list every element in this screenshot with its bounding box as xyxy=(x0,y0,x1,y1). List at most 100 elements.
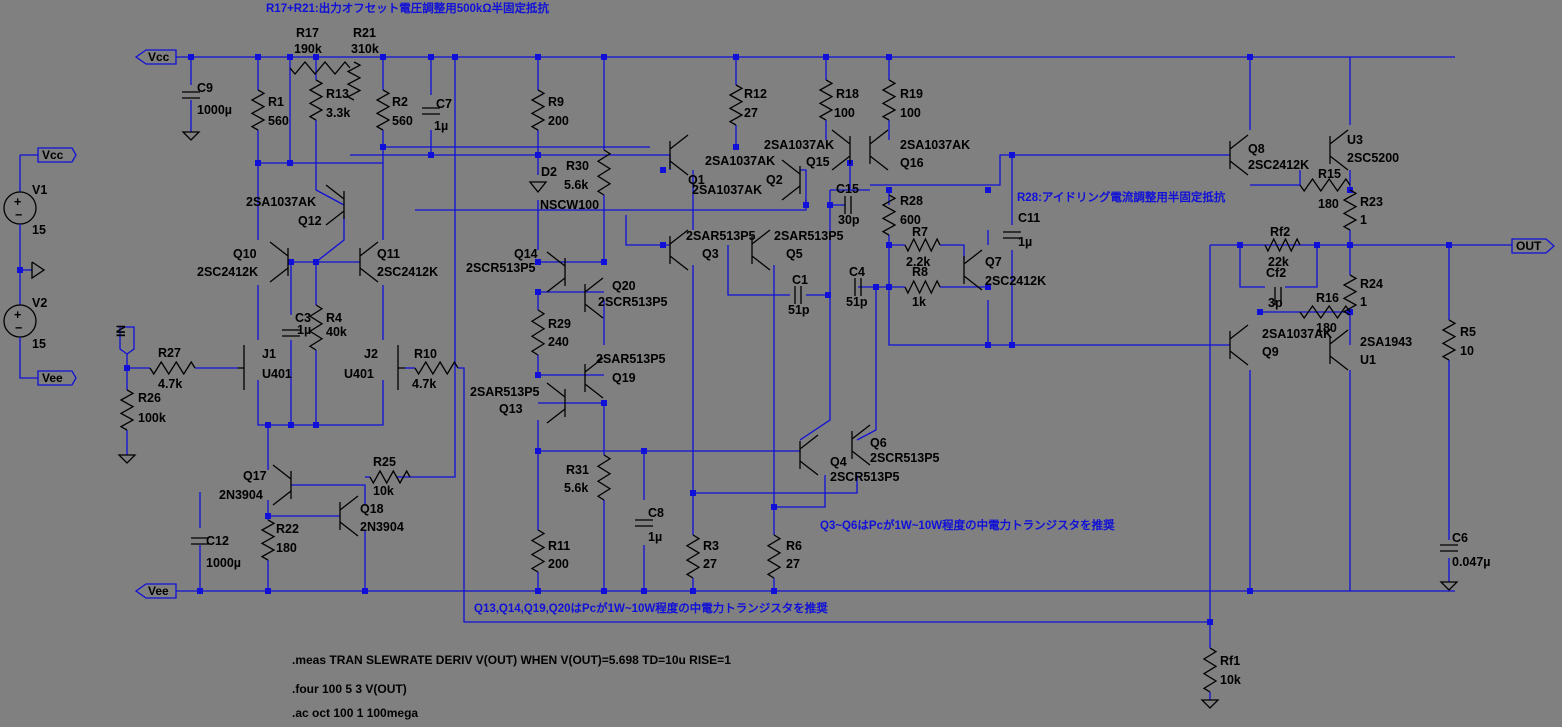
cf2-symbol[interactable] xyxy=(1274,287,1282,305)
q5-symbol[interactable] xyxy=(751,229,771,271)
c4-symbol[interactable] xyxy=(854,278,862,296)
q1-symbol[interactable] xyxy=(669,134,689,176)
v1-name: V1 xyxy=(32,183,47,197)
q8-value: 2SC2412K xyxy=(1248,158,1309,172)
r22-symbol[interactable] xyxy=(260,519,276,561)
r4-symbol[interactable] xyxy=(308,304,324,351)
q12-symbol[interactable] xyxy=(325,184,345,226)
r1-symbol[interactable] xyxy=(250,89,266,131)
c3-symbol[interactable] xyxy=(282,329,300,337)
r5-symbol[interactable] xyxy=(1441,319,1457,361)
q8-symbol[interactable] xyxy=(1229,134,1249,176)
q9-name: Q9 xyxy=(1262,345,1279,359)
q6-name: Q6 xyxy=(870,436,887,450)
r17-symbol[interactable] xyxy=(289,60,351,76)
r18-symbol[interactable] xyxy=(818,79,834,121)
r11-symbol[interactable] xyxy=(530,529,546,573)
cf2-value: 3p xyxy=(1268,296,1283,310)
q9-symbol[interactable] xyxy=(1229,324,1249,366)
q17-symbol[interactable] xyxy=(272,464,292,506)
c12-symbol[interactable] xyxy=(191,537,209,545)
r23-symbol[interactable] xyxy=(1342,189,1358,231)
r3-symbol[interactable] xyxy=(685,534,701,579)
q13-symbol[interactable] xyxy=(546,382,566,424)
r10-symbol[interactable] xyxy=(414,360,459,376)
r10-value: 4.7k xyxy=(412,377,436,391)
r7-symbol[interactable] xyxy=(904,237,941,253)
r27-name: R27 xyxy=(158,346,181,360)
q4-symbol[interactable] xyxy=(799,434,819,476)
c15-symbol[interactable] xyxy=(844,196,852,214)
q3-symbol[interactable] xyxy=(669,229,689,271)
c9-value: 1000µ xyxy=(197,103,232,117)
directive-four: .four 100 5 3 V(OUT) xyxy=(292,682,407,696)
r9-symbol[interactable] xyxy=(530,89,546,131)
r8-symbol[interactable] xyxy=(904,279,941,295)
c11-symbol[interactable] xyxy=(1003,231,1021,239)
q3-value: 2SAR513P5 xyxy=(686,229,756,243)
r6-symbol[interactable] xyxy=(766,534,782,579)
rf2-symbol[interactable] xyxy=(1264,237,1301,253)
r19-value: 100 xyxy=(900,106,921,120)
svg-text:+: + xyxy=(14,195,21,209)
c7-symbol[interactable] xyxy=(422,107,440,115)
q12-value: 2SA1037AK xyxy=(246,195,316,209)
q15-symbol[interactable] xyxy=(831,129,851,171)
c8-value: 1µ xyxy=(648,530,662,544)
q20-symbol[interactable] xyxy=(584,277,604,319)
c4-value: 51p xyxy=(846,295,868,309)
r26-value: 100k xyxy=(138,411,166,425)
u1-symbol[interactable] xyxy=(1329,329,1349,371)
r31-symbol[interactable] xyxy=(596,454,612,501)
r26-symbol[interactable] xyxy=(119,389,135,431)
q6-value: 2SCR513P5 xyxy=(870,451,940,465)
q7-symbol[interactable] xyxy=(963,249,983,291)
r27-symbol[interactable] xyxy=(149,360,196,376)
q10-symbol[interactable] xyxy=(269,241,289,283)
r2-name: R2 xyxy=(392,95,408,109)
vee-flag-source: Vee xyxy=(37,370,77,386)
r24-symbol[interactable] xyxy=(1342,274,1358,316)
r1-name: R1 xyxy=(268,95,284,109)
r30-value: 5.6k xyxy=(564,178,588,192)
c1-symbol[interactable] xyxy=(794,286,802,304)
r19-symbol[interactable] xyxy=(881,79,897,121)
q14-symbol[interactable] xyxy=(546,251,566,293)
q18-symbol[interactable] xyxy=(339,495,359,537)
q2-symbol[interactable] xyxy=(781,159,801,201)
c6-symbol[interactable] xyxy=(1440,544,1458,552)
r13-symbol[interactable] xyxy=(308,79,324,121)
r15-value: 180 xyxy=(1318,197,1339,211)
r29-symbol[interactable] xyxy=(530,309,546,356)
vcc-flag: Vcc xyxy=(134,49,177,65)
q6-symbol[interactable] xyxy=(851,424,871,466)
ground-symbols xyxy=(117,131,1459,709)
rf1-symbol[interactable] xyxy=(1202,647,1218,693)
q19-symbol[interactable] xyxy=(584,357,604,399)
r21-value: 310k xyxy=(351,42,379,56)
r21-symbol[interactable] xyxy=(346,61,362,101)
q16-symbol[interactable] xyxy=(869,129,889,171)
junction-dots xyxy=(124,54,1452,625)
u1-name: U1 xyxy=(1360,353,1376,367)
u3-symbol[interactable] xyxy=(1329,129,1349,171)
r23-value: 1 xyxy=(1360,213,1367,227)
r25-symbol[interactable] xyxy=(369,469,411,485)
r30-symbol[interactable] xyxy=(596,149,612,196)
r28-symbol[interactable] xyxy=(881,194,897,236)
j1-symbol[interactable] xyxy=(238,345,245,390)
r12-symbol[interactable] xyxy=(728,84,744,126)
c8-symbol[interactable] xyxy=(635,519,653,527)
c3-name: C3 xyxy=(295,311,311,325)
r15-symbol[interactable] xyxy=(1299,177,1351,193)
r2-symbol[interactable] xyxy=(375,89,391,131)
q11-symbol[interactable] xyxy=(359,241,379,283)
r3-value: 27 xyxy=(703,557,717,571)
r22-value: 180 xyxy=(276,541,297,555)
j2-symbol[interactable] xyxy=(397,345,405,390)
r16-symbol[interactable] xyxy=(1299,304,1351,320)
d2-symbol[interactable] xyxy=(528,181,548,194)
c9-symbol[interactable] xyxy=(182,91,200,99)
c3-value: 1µ xyxy=(297,323,311,337)
